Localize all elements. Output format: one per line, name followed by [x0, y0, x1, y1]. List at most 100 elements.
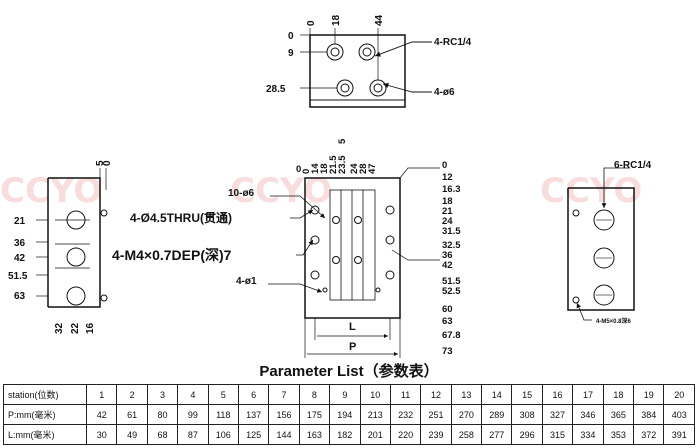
table-cell: 201: [359, 424, 391, 445]
dim-label: 18: [442, 196, 453, 207]
dim-label: 21: [14, 216, 26, 227]
table-cell: 12: [420, 384, 452, 405]
table-cell: 346: [572, 404, 604, 425]
right-view: [567, 167, 635, 321]
dim-label: 0: [288, 31, 294, 42]
table-cell: 4: [177, 384, 209, 405]
parameter-list-title: Parameter List（参数表）: [259, 363, 439, 380]
table-cell: 19: [633, 384, 665, 405]
table-cell: 20: [663, 384, 695, 405]
dim-label: 9: [288, 48, 294, 59]
dim-label: 36: [442, 250, 453, 261]
callout-holes: 10-ø6: [228, 188, 255, 199]
dim-label: 32.5: [442, 240, 461, 251]
dim-label: 18: [319, 163, 330, 174]
dim-label: 22: [70, 322, 81, 334]
dim-L: L: [349, 321, 356, 333]
table-cell: 8: [298, 384, 331, 405]
table-cell: 232: [389, 404, 422, 425]
table-cell: 18: [602, 384, 635, 405]
table-cell: 1: [85, 384, 118, 405]
watermark: CCYO: [0, 171, 102, 211]
dim-label: 32: [54, 322, 65, 334]
table-cell: 9: [329, 384, 361, 405]
dim-label: 21: [442, 206, 453, 217]
dim-label: 24: [349, 163, 360, 174]
table-cell: 270: [450, 404, 483, 425]
table-cell: 296: [511, 424, 543, 445]
table-cell: 239: [420, 424, 452, 445]
dim-label: 47: [367, 163, 378, 174]
left-view-labels: 5 0 21 36 42 51.5 63 32 22 16: [8, 160, 113, 334]
dim-label: 0: [296, 164, 301, 175]
dim-label: 42: [14, 253, 26, 264]
table-cell: 258: [450, 424, 483, 445]
dim-label: 51.5: [8, 271, 28, 282]
table-cell: 16: [541, 384, 574, 405]
table-cell: 7: [268, 384, 300, 405]
table-cell: 137: [237, 404, 270, 425]
callout-port: 6-RC1/4: [614, 160, 652, 171]
table-cell: 289: [481, 404, 513, 425]
table-cell: 49: [116, 424, 148, 445]
table-cell: 308: [511, 404, 543, 425]
table-cell: 334: [572, 424, 604, 445]
table-cell: 372: [633, 424, 665, 445]
port-hole: [66, 210, 86, 230]
dim-label: 16.3: [442, 184, 461, 195]
dim-label: 44: [374, 14, 385, 26]
table-cell: 30: [85, 424, 118, 445]
dim-label: 18: [331, 14, 342, 26]
dim-label: 12: [442, 172, 453, 183]
right-view-labels: 6-RC1/4 4-M5×0.8深6: [596, 160, 652, 325]
table-cell: 182: [329, 424, 361, 445]
table-cell: 251: [420, 404, 452, 425]
top-view-labels: 0 18 44 0 9 28.5 4-RC1/4 4-ø6: [266, 14, 472, 98]
table-cell: 175: [298, 404, 331, 425]
callout-tap: 4-M5×0.8深6: [596, 317, 632, 325]
table-cell: 3: [146, 384, 179, 405]
port-hole: [336, 79, 354, 97]
right-view-body: [567, 187, 635, 311]
table-cell: 14: [481, 384, 513, 405]
left-view: [36, 168, 108, 308]
table-cell: 391: [663, 424, 695, 445]
dim-label: 31.5: [442, 226, 461, 237]
technical-drawing: CCYO CCYO CCYO 0 18 44 0 9 28.5 4-RC1/4 …: [0, 14, 652, 358]
top-view: [300, 28, 432, 108]
dim-label: 23.5: [337, 155, 348, 174]
dim-label: 16: [85, 322, 96, 334]
table-cell: 68: [146, 424, 179, 445]
dim-label: 0: [301, 169, 312, 174]
callout-hole: 4-ø6: [434, 87, 455, 98]
dim-label: 42: [442, 260, 453, 271]
table-cell: 5: [207, 384, 239, 405]
dim-label: 5: [95, 160, 106, 166]
table-cell: 15: [511, 384, 543, 405]
dim-label: 73: [442, 346, 453, 357]
port-hole: [66, 286, 86, 306]
callout-port: 4-RC1/4: [434, 37, 472, 48]
port-hole: [66, 247, 86, 267]
callout-thru: 4-Ø4.5THRU(贯通): [130, 210, 232, 225]
dim-label: 52.5: [442, 286, 461, 297]
dim-label: 51.5: [442, 276, 461, 287]
port-hole: [593, 247, 615, 269]
callout-small: 4-ø1: [236, 276, 257, 287]
front-view: [268, 167, 440, 358]
dim-label: 63: [442, 316, 453, 327]
table-cell: 315: [541, 424, 574, 445]
table-cell: 80: [146, 404, 179, 425]
port-hole: [369, 79, 387, 97]
port-hole: [358, 43, 376, 61]
dim-label: 36: [14, 238, 26, 249]
dim-label: 0: [442, 160, 447, 171]
table-cell: 10: [359, 384, 391, 405]
table-cell: 194: [329, 404, 361, 425]
front-view-labels: 0 14 18 21.5 23.5 5 24 28 47 0 12 16.3 1…: [112, 138, 461, 357]
watermark-group: CCYO CCYO CCYO: [0, 171, 642, 211]
table-cell: 11: [389, 384, 422, 405]
table-cell: 144: [268, 424, 300, 445]
